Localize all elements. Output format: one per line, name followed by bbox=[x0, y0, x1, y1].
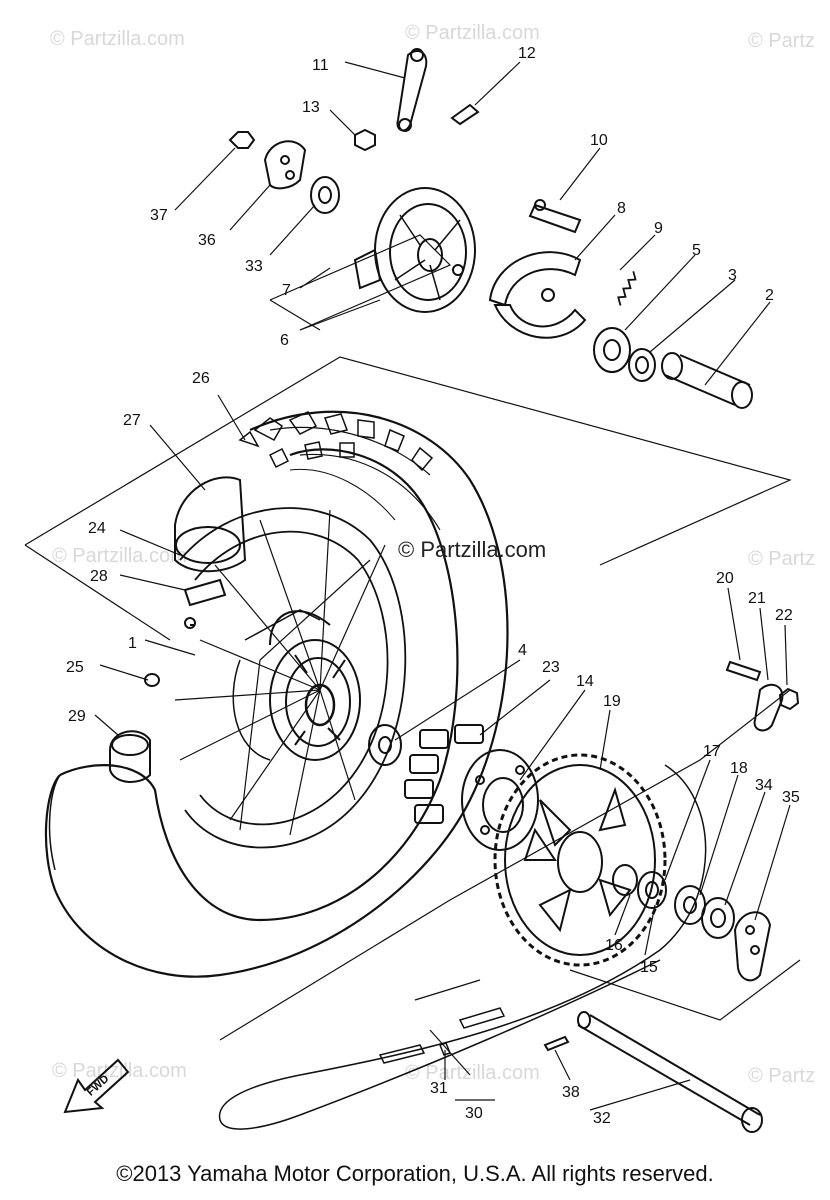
callout-13: 13 bbox=[302, 99, 320, 116]
watermark-bottom-left: © Partzilla.com bbox=[52, 1060, 187, 1082]
tube-parts bbox=[174, 430, 260, 607]
callout-21: 21 bbox=[748, 590, 766, 607]
callout-5: 5 bbox=[692, 242, 701, 259]
spokes bbox=[174, 509, 386, 836]
callout-19: 19 bbox=[603, 693, 621, 710]
brake-plate bbox=[353, 187, 476, 313]
callout-27: 27 bbox=[123, 412, 141, 429]
callout-14: 14 bbox=[576, 673, 594, 690]
watermark-mid-left: © Partzilla.com bbox=[52, 545, 187, 567]
tire bbox=[44, 410, 509, 978]
callout-18: 18 bbox=[730, 760, 748, 777]
fwd-arrow-icon bbox=[63, 1058, 130, 1114]
callout-26: 26 bbox=[192, 370, 210, 387]
callout-29: 29 bbox=[68, 708, 86, 725]
spring-and-camshaft bbox=[528, 199, 637, 306]
watermark-top-left: © Partzilla.com bbox=[50, 28, 185, 50]
bearings-and-spacer bbox=[593, 327, 753, 409]
callout-15: 15 bbox=[640, 959, 658, 976]
callout-2: 2 bbox=[765, 287, 774, 304]
watermark-bottom-mid: © Partzilla.com bbox=[405, 1062, 540, 1084]
callout-7: 7 bbox=[282, 282, 291, 299]
hub bbox=[232, 609, 361, 761]
valve-parts bbox=[109, 617, 196, 783]
callout-25: 25 bbox=[66, 659, 84, 676]
callout-35: 35 bbox=[782, 789, 800, 806]
callout-37: 37 bbox=[150, 207, 168, 224]
watermark-center: © Partzilla.com bbox=[398, 537, 547, 562]
watermark-top-mid: © Partzilla.com bbox=[405, 22, 540, 44]
callout-17: 17 bbox=[703, 743, 721, 760]
sprocket bbox=[493, 753, 667, 967]
callout-12: 12 bbox=[518, 45, 536, 62]
callout-34: 34 bbox=[755, 777, 773, 794]
callout-24: 24 bbox=[88, 520, 106, 537]
assembly-outline-lines bbox=[24, 234, 801, 1076]
callout-28: 28 bbox=[90, 568, 108, 585]
callout-32: 32 bbox=[593, 1110, 611, 1127]
axle-and-pin bbox=[543, 1011, 763, 1133]
callout-numbers: 1 2 3 4 5 6 7 8 9 10 11 12 13 14 15 16 1… bbox=[66, 45, 800, 1127]
watermark-bottom-right: © Partz bbox=[748, 1065, 815, 1087]
rear-wheel-exploded-diagram: 1 2 3 4 5 6 7 8 9 10 11 12 13 14 15 16 1… bbox=[24, 45, 801, 1133]
bearing-4 bbox=[368, 724, 402, 766]
leader-lines bbox=[94, 61, 791, 1111]
callout-4: 4 bbox=[518, 642, 527, 659]
callout-3: 3 bbox=[728, 267, 737, 284]
upper-left-parts bbox=[228, 131, 340, 214]
callout-6: 6 bbox=[280, 332, 289, 349]
callout-36: 36 bbox=[198, 232, 216, 249]
callout-30: 30 bbox=[465, 1105, 483, 1122]
callout-8: 8 bbox=[617, 200, 626, 217]
watermark-top-right: © Partz bbox=[748, 30, 815, 52]
damper-set bbox=[404, 724, 484, 824]
watermark-mid-right: © Partz bbox=[748, 548, 815, 570]
callout-16: 16 bbox=[605, 937, 623, 954]
chain-adjuster-parts bbox=[725, 660, 800, 732]
brake-arm-parts bbox=[354, 48, 480, 152]
callout-9: 9 bbox=[654, 220, 663, 237]
callout-23: 23 bbox=[542, 659, 560, 676]
callout-10: 10 bbox=[590, 132, 608, 149]
copyright-text: ©2013 Yamaha Motor Corporation, U.S.A. A… bbox=[116, 1161, 714, 1186]
chain bbox=[218, 764, 707, 1130]
callout-11: 11 bbox=[312, 57, 329, 74]
brake-shoes bbox=[488, 251, 587, 339]
sprocket-hub bbox=[461, 749, 539, 851]
fwd-label: FWD bbox=[85, 1073, 112, 1099]
callout-20: 20 bbox=[716, 570, 734, 587]
rim bbox=[179, 507, 407, 849]
callout-38: 38 bbox=[562, 1084, 580, 1101]
callout-22: 22 bbox=[775, 607, 793, 624]
callout-31: 31 bbox=[430, 1080, 448, 1097]
callout-33: 33 bbox=[245, 258, 263, 275]
right-side-hub-parts bbox=[612, 864, 772, 982]
callout-1: 1 bbox=[128, 635, 137, 652]
